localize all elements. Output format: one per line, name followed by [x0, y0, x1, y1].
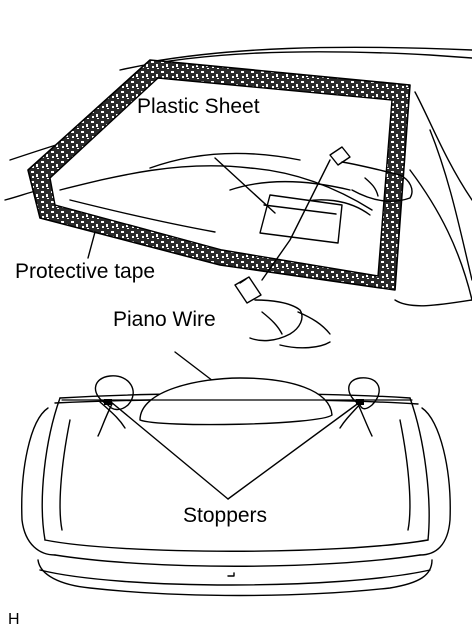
car-body	[4, 46, 472, 307]
plastic-sheet-leader	[214, 157, 276, 214]
figure-code: H	[8, 611, 20, 628]
stoppers-leaders	[110, 401, 361, 500]
piano-wire-label: Piano Wire	[113, 308, 216, 331]
top-loop	[139, 377, 333, 426]
outer-hand	[234, 276, 331, 349]
stoppers-label: Stoppers	[183, 504, 268, 527]
plastic-sheet-label: Plastic Sheet	[137, 95, 260, 118]
piano-wire-leader	[174, 351, 214, 382]
glass-panel	[21, 392, 451, 597]
piano-wire-upper	[261, 159, 331, 281]
inner-hand	[329, 146, 413, 202]
protective-tape-leader	[87, 231, 96, 259]
left-stopper	[94, 375, 134, 437]
protective-tape-label: Protective tape	[15, 260, 156, 283]
